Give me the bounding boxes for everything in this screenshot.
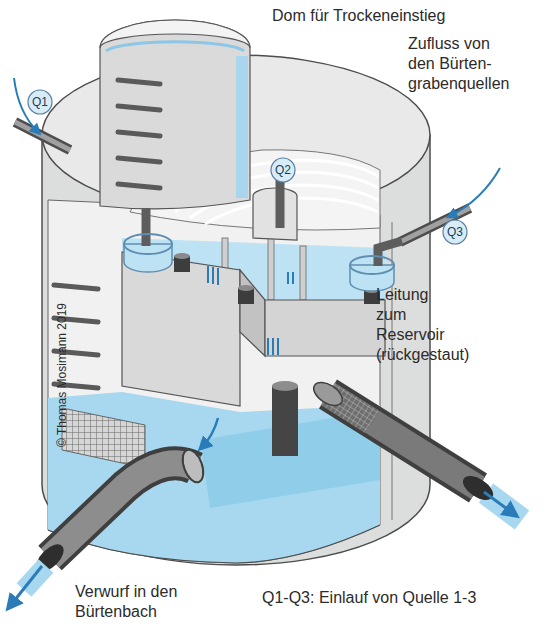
annotation-text: Zufluss von den Bürten- grabenquellen	[408, 34, 518, 94]
ladder-rung	[118, 106, 160, 110]
partition-plate	[122, 252, 240, 406]
flow-arrow	[202, 418, 218, 447]
callout-circle: Q3	[442, 219, 468, 245]
annotation-text: Verwurf in den Bürtenbach	[75, 582, 205, 622]
inlet-pipe-highlight	[15, 122, 70, 150]
annotation-text: Leitung zum Reservoir (rückgestaut)	[376, 285, 436, 365]
pump-cylinder-top	[272, 381, 298, 391]
partition-plate	[268, 232, 274, 300]
reservoir-pipe-body	[328, 394, 478, 488]
inlet-pipe	[15, 122, 70, 150]
inlet-pipe	[378, 241, 402, 266]
ladder-rung	[118, 184, 160, 188]
inlet-cup	[124, 244, 172, 272]
callout-circle-shape	[443, 220, 467, 244]
inlet-cylinder	[253, 188, 297, 240]
dome-shell	[100, 20, 250, 209]
dome-cap	[100, 20, 250, 48]
partition-plate	[300, 246, 306, 300]
copyright-note: © Thomas Mosimann 2019	[55, 303, 70, 447]
inlet-pipe	[142, 208, 151, 246]
pipe-end	[459, 471, 497, 505]
floor-grating	[62, 408, 145, 468]
overflow-weir	[268, 338, 278, 355]
flow-arrow	[450, 168, 500, 216]
float-switch-top	[174, 253, 190, 259]
dome-rim	[106, 42, 244, 51]
bottom-water	[48, 392, 380, 563]
overflow-weir	[208, 266, 218, 285]
ladder-rung	[118, 158, 160, 162]
overflow-pipe-body	[50, 463, 195, 558]
inlet-cup-rim	[350, 256, 394, 274]
flow-arrow	[10, 566, 42, 606]
overflow-pipe	[50, 463, 195, 558]
callout-number: Q1	[27, 89, 53, 115]
callout-number: Q2	[270, 157, 296, 183]
flow-arrow	[484, 492, 514, 514]
reservoir-pipe	[328, 394, 478, 488]
annotation-text: Dom für Trockeneinstieg	[272, 6, 445, 26]
callout-circle-shape	[28, 90, 52, 114]
partition-plate	[240, 270, 265, 356]
overflow-weir	[288, 272, 293, 284]
ladder-rung	[118, 132, 160, 136]
callout-number: Q3	[442, 219, 468, 245]
inlet-pipe	[276, 180, 285, 228]
callout-circle-shape	[271, 158, 295, 182]
float-switch-top	[238, 285, 254, 291]
ladder-rung	[118, 80, 160, 84]
dome-inner-shade	[236, 56, 248, 198]
pipe-mouth	[179, 447, 208, 485]
annotation-text: Q1-Q3: Einlauf von Quelle 1-3	[262, 588, 476, 608]
inlet-cup-rim	[124, 234, 172, 254]
pipe-mouth	[310, 378, 347, 411]
partition-plate	[265, 300, 385, 356]
ladder-rung	[54, 285, 98, 289]
callout-circle: Q2	[270, 157, 296, 183]
callout-circle: Q1	[27, 89, 53, 115]
pump-cylinder	[272, 386, 298, 456]
